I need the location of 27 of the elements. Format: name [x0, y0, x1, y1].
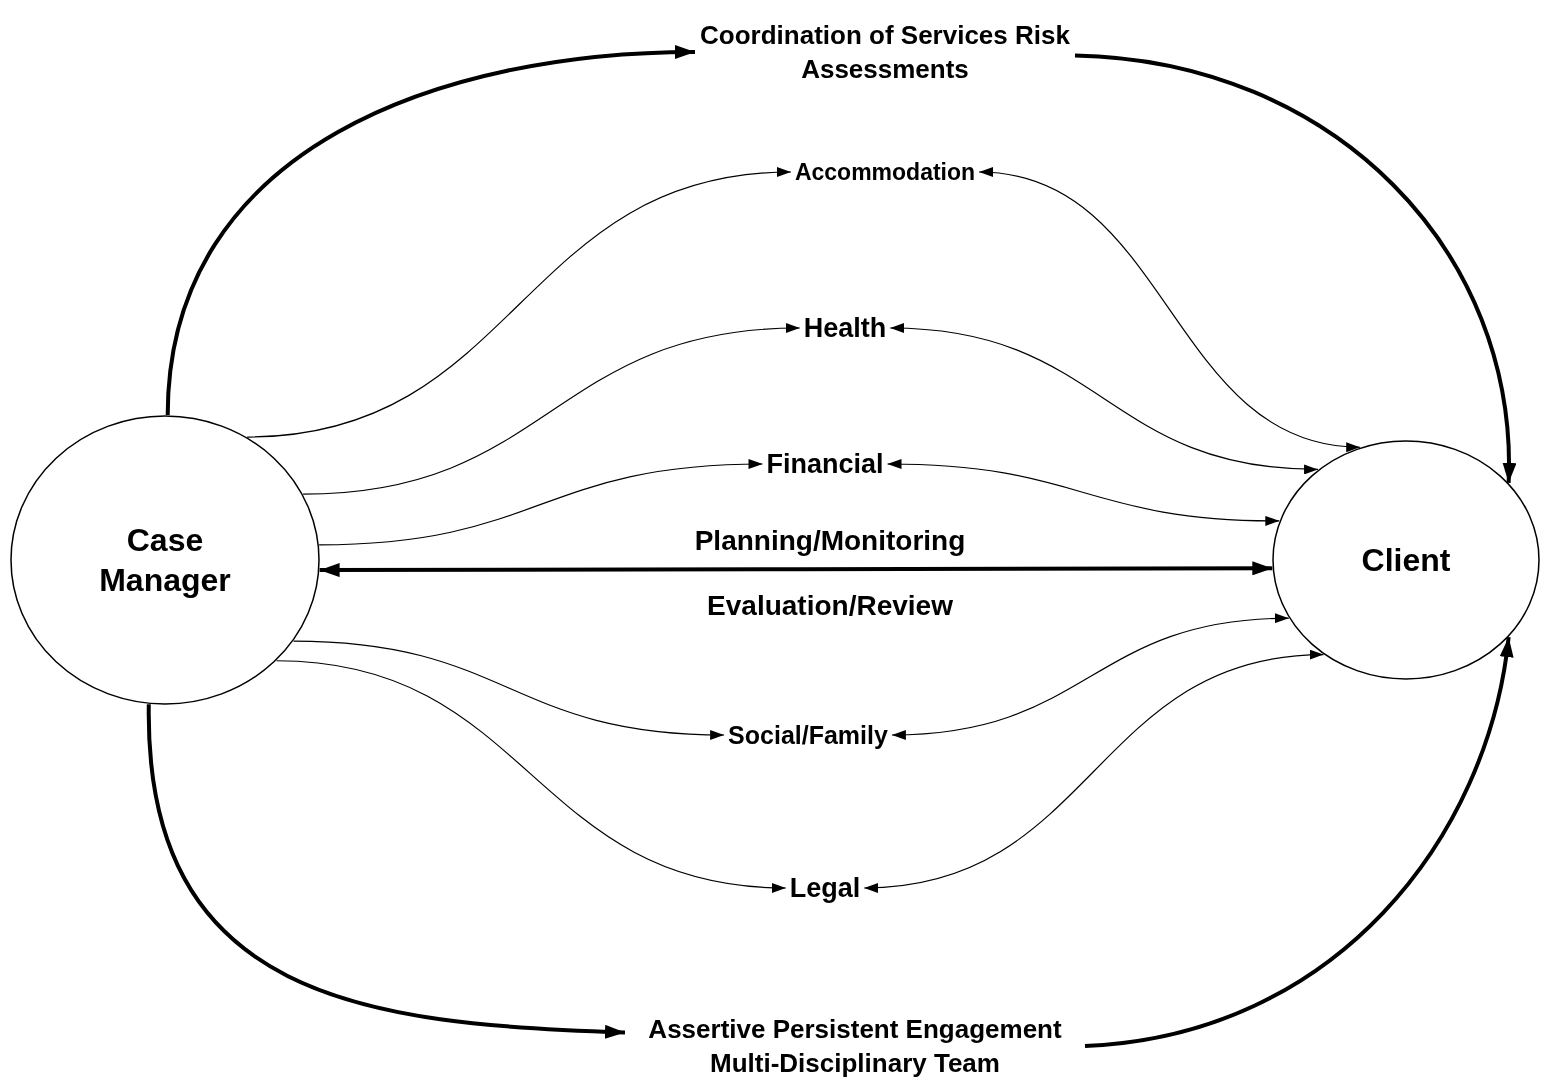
- topic-label: Coordination of Services Risk Assessments: [695, 18, 1075, 86]
- arrow: [275, 660, 787, 892]
- arrow: [318, 459, 764, 546]
- arrow: [146, 704, 626, 1039]
- topic-label: Social/Family: [724, 719, 892, 751]
- topic-label: Health: [799, 311, 891, 345]
- ellipse-node: [1272, 440, 1540, 680]
- arrow: [292, 640, 725, 740]
- arrow: [165, 45, 696, 416]
- double-arrow: [886, 459, 1280, 526]
- topic-label: Assertive Persistent Engagement Multi-Disciplinary Team: [625, 1012, 1085, 1080]
- topic-label: Financial: [762, 447, 888, 481]
- node-label: Case Manager: [98, 521, 232, 600]
- double-arrow: [891, 613, 1290, 740]
- arrow: [1084, 636, 1513, 1048]
- node-label: Client: [1361, 541, 1451, 580]
- arrow: [246, 168, 792, 438]
- ellipse-node: [10, 415, 320, 705]
- topic-label: Legal: [785, 871, 865, 905]
- topic-label: Accommodation: [790, 157, 980, 187]
- arrow: [1074, 53, 1516, 483]
- text-label: Evaluation/Review: [707, 590, 953, 622]
- double-arrow: [863, 650, 1325, 892]
- double-arrow: [889, 323, 1319, 474]
- double-arrow: [978, 168, 1361, 451]
- double-arrow: [319, 561, 1273, 578]
- arrow: [302, 323, 801, 495]
